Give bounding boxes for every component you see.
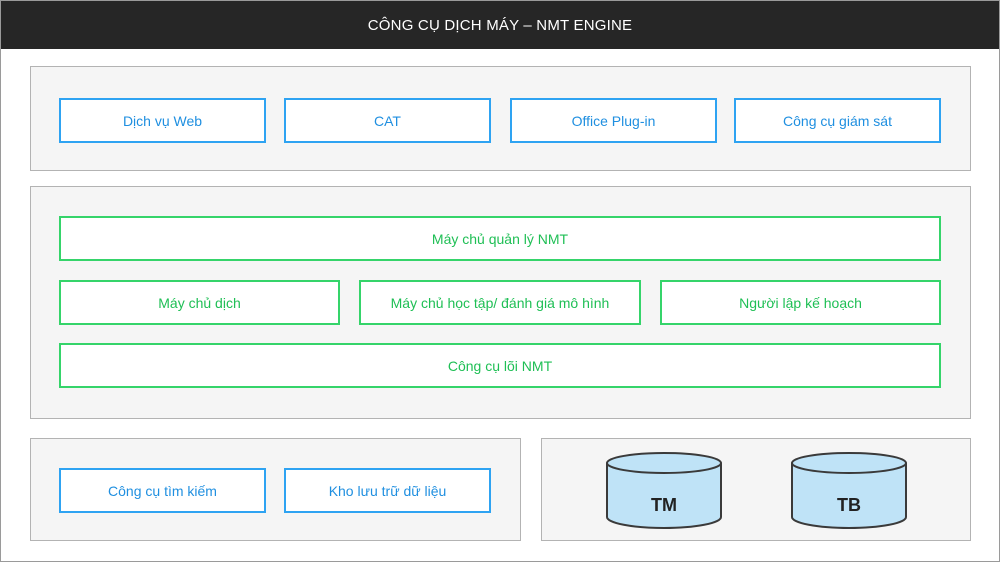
tm-database: TM xyxy=(605,451,723,531)
translation-server-box: Máy chủ dịch xyxy=(59,280,340,325)
nmt-manager-box: Máy chủ quản lý NMT xyxy=(59,216,941,261)
tm-database-cylinder xyxy=(606,452,722,529)
monitoring-tool-box: Công cụ giám sát xyxy=(734,98,941,143)
translation-server-label: Máy chủ dịch xyxy=(158,294,241,311)
data-storage-label: Kho lưu trữ dữ liệu xyxy=(328,482,447,499)
nmt-core-box: Công cụ lõi NMT xyxy=(59,343,941,388)
data-storage-box: Kho lưu trữ dữ liệu xyxy=(284,468,491,513)
tb-database-label: TB xyxy=(837,495,861,515)
tb-database: TB xyxy=(790,451,908,531)
search-tool-box: Công cụ tìm kiếm xyxy=(59,468,266,513)
office-plugin-label: Office Plug-in xyxy=(571,112,656,129)
tm-database-label: TM xyxy=(651,495,677,515)
tb-database-cylinder xyxy=(791,452,907,529)
web-service-label: Dịch vụ Web xyxy=(122,112,203,129)
title-bar: CÔNG CỤ DỊCH MÁY – NMT ENGINE xyxy=(1,1,999,49)
learning-server-box: Máy chủ học tập/ đánh giá mô hình xyxy=(359,280,641,325)
planner-label: Người lập kế hoạch xyxy=(739,294,862,311)
web-service-box: Dịch vụ Web xyxy=(59,98,266,143)
search-tool-label: Công cụ tìm kiếm xyxy=(108,482,217,499)
nmt-manager-label: Máy chủ quản lý NMT xyxy=(431,230,569,247)
cat-label: CAT xyxy=(374,112,401,129)
nmt-core-label: Công cụ lõi NMT xyxy=(447,357,553,374)
diagram-title: CÔNG CỤ DỊCH MÁY – NMT ENGINE xyxy=(367,16,633,34)
cat-box: CAT xyxy=(284,98,491,143)
office-plugin-box: Office Plug-in xyxy=(510,98,717,143)
learning-server-label: Máy chủ học tập/ đánh giá mô hình xyxy=(390,294,610,311)
planner-box: Người lập kế hoạch xyxy=(660,280,941,325)
monitoring-tool-label: Công cụ giám sát xyxy=(783,112,892,129)
